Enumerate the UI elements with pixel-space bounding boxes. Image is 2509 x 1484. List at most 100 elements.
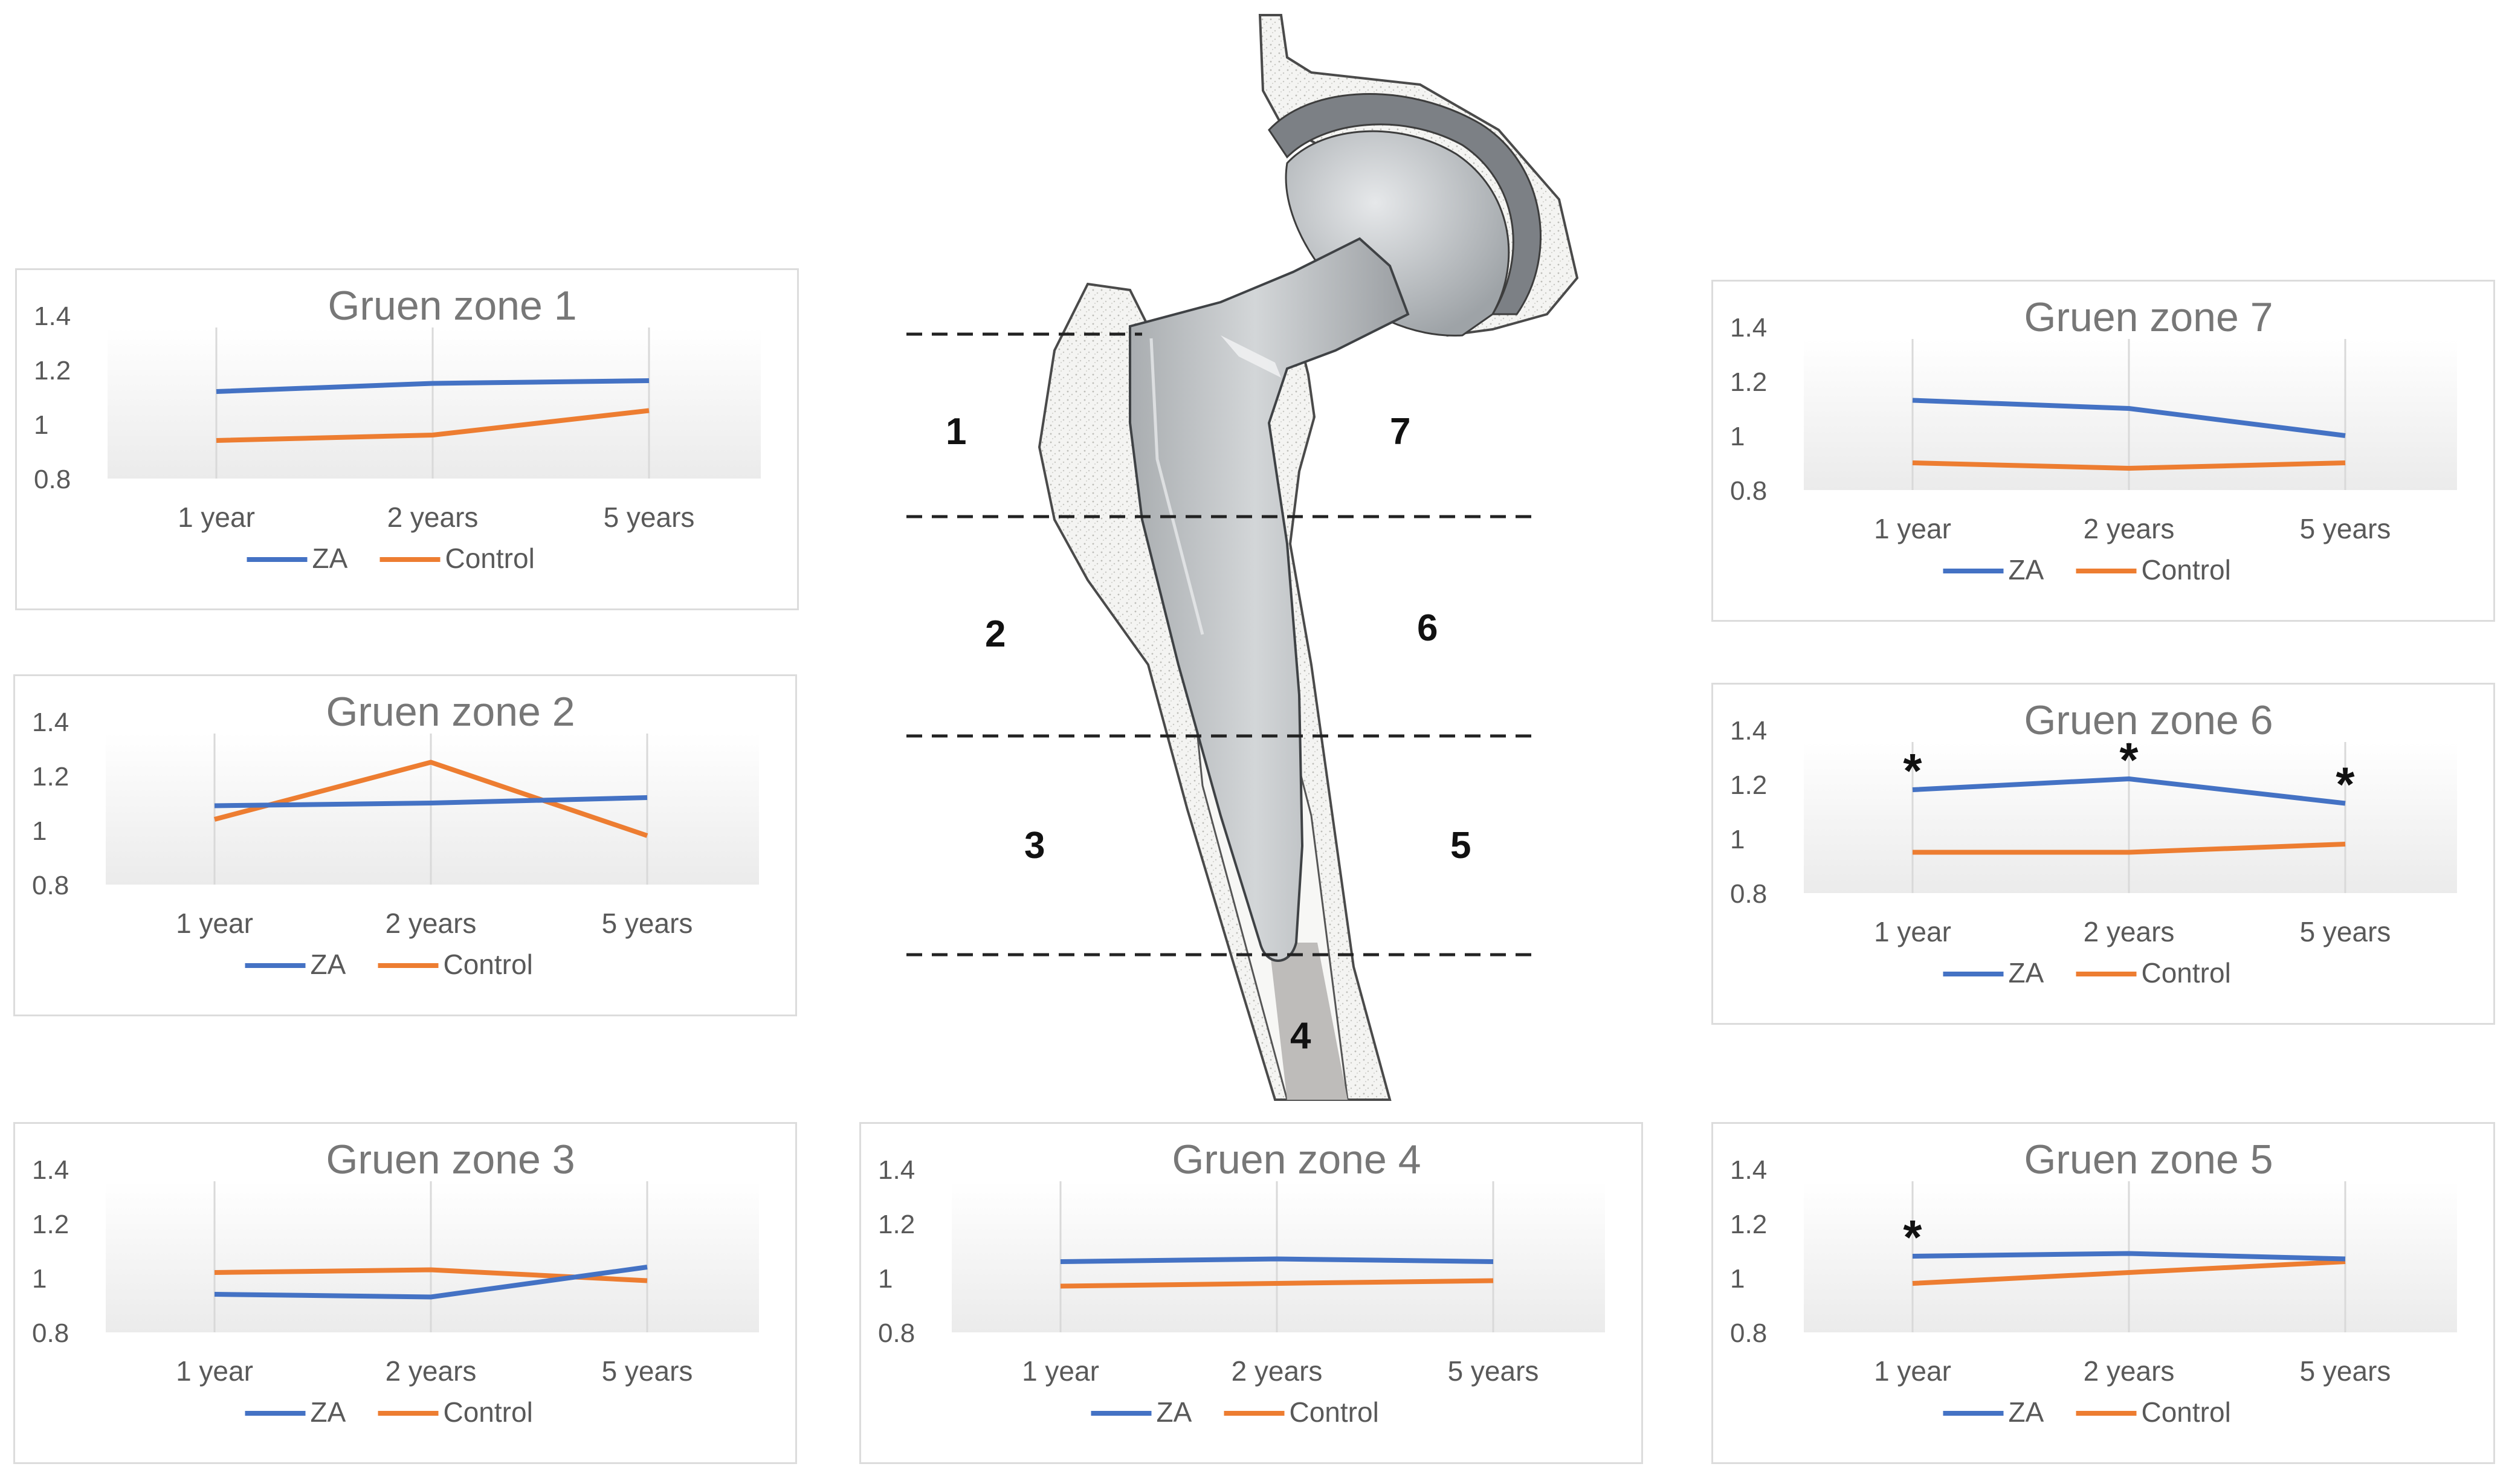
legend-label-za: ZA [2009,554,2044,586]
significance-asterisk: * [2336,758,2355,811]
zone-label-7: 7 [1390,411,1410,453]
x-tick-label: 5 years [602,1355,693,1387]
chart-svg: Gruen zone 7 1.4 1.2 1 0.8 1 year 2 years 5 yea… [1730,294,2457,586]
chart-gruen-zone-1: Gruen zone 1 1.4 1.2 1 0.8 1 year 2 years 5 yea… [15,268,799,610]
significance-asterisk: * [2119,733,2139,787]
x-tick-label: 2 years [1232,1355,1323,1387]
y-tick-label: 1.4 [1730,716,1767,746]
zone-label-2: 2 [985,613,1006,655]
y-tick-label: 1.2 [1730,367,1767,397]
chart-title: Gruen zone 3 [326,1137,575,1182]
legend-label-za: ZA [2009,1396,2044,1428]
stem-neck-highlight [1221,335,1281,378]
series-line-control [216,408,650,443]
x-tick-label: 5 years [2300,513,2391,544]
x-tick-label: 5 years [1448,1355,1539,1387]
zone-label-5: 5 [1450,825,1471,866]
chart-title: Gruen zone 4 [1172,1137,1421,1182]
x-tick-label: 1 year [176,908,253,939]
y-tick-label: 1.2 [34,356,71,386]
zone-label-4: 4 [1290,1015,1311,1057]
x-tick-label: 5 years [2300,1355,2391,1387]
series-line-za [216,378,650,394]
legend-label-za: ZA [311,1396,346,1428]
y-tick-label: 0.8 [878,1318,915,1348]
y-tick-label: 1.4 [878,1155,915,1185]
y-tick-label: 1.4 [32,708,69,737]
chart-gruen-zone-7: Gruen zone 7 1.4 1.2 1 0.8 1 year 2 years 5 yea… [1711,280,2495,622]
y-tick-label: 1 [34,410,48,440]
legend-label-za: ZA [2009,957,2044,989]
chart-gruen-zone-6: Gruen zone 6 1.4 1.2 1 0.8 1 year 2 years 5 yea… [1711,683,2495,1025]
x-tick-label: 2 years [387,502,479,533]
chart-title: Gruen zone 6 [2024,697,2273,743]
y-tick-label: 1.4 [1730,1155,1767,1185]
y-tick-label: 1 [1730,422,1745,451]
plot-area [1804,1181,2457,1332]
x-tick-label: 1 year [178,502,255,533]
y-tick-label: 0.8 [1730,879,1767,909]
series-line-za [214,795,648,808]
x-tick-label: 1 year [1874,916,1951,947]
chart-title: Gruen zone 7 [2024,294,2273,340]
y-tick-label: 1.2 [32,1210,69,1239]
x-tick-label: 1 year [1874,513,1951,544]
series-line-za [1912,398,2346,438]
zone-label-6: 6 [1417,607,1438,649]
series-line-control [1912,460,2346,471]
legend-label-control: Control [2142,957,2231,989]
y-tick-label: 0.8 [32,1318,69,1348]
chart-title: Gruen zone 1 [328,283,576,329]
chart-svg: Gruen zone 4 1.4 1.2 1 0.8 1 year 2 years 5 yea… [878,1137,1605,1428]
y-tick-label: 0.8 [1730,476,1767,506]
distal-canal-shade [1269,943,1348,1100]
plot-area [106,734,759,885]
legend-label-control: Control [444,949,533,980]
significance-asterisk: * [1903,744,1922,798]
y-tick-label: 1 [1730,1264,1745,1294]
y-tick-label: 1.2 [1730,770,1767,800]
plot-area [106,1181,759,1332]
x-tick-label: 1 year [1022,1355,1099,1387]
series-line-za [1912,776,2346,806]
y-tick-label: 0.8 [1730,1318,1767,1348]
chart-title: Gruen zone 2 [326,689,575,735]
hip-prosthesis-diagram: 1 2 3 4 5 6 7 [906,14,1579,1101]
x-tick-label: 2 years [386,1355,477,1387]
x-tick-label: 1 year [176,1355,253,1387]
legend-label-za: ZA [311,949,346,980]
femoral-stem [1129,237,1410,962]
y-tick-label: 0.8 [32,871,69,900]
x-tick-label: 5 years [2300,916,2391,947]
y-tick-label: 0.8 [34,465,71,494]
legend-label-control: Control [2142,554,2231,586]
chart-svg: Gruen zone 6 1.4 1.2 1 0.8 1 year 2 years 5 yea… [1730,697,2457,989]
significance-asterisk: * [1903,1210,1922,1264]
y-tick-label: 1.4 [32,1155,69,1185]
y-tick-label: 1 [32,816,47,846]
y-tick-label: 1.2 [878,1210,915,1239]
y-tick-label: 1.2 [32,762,69,792]
y-tick-label: 1.4 [34,302,71,331]
x-tick-label: 2 years [2084,916,2175,947]
y-tick-label: 1 [1730,825,1745,854]
y-tick-label: 1 [878,1264,893,1294]
zone-label-1: 1 [946,411,966,453]
series-line-control [1912,1259,2346,1286]
series-line-za [1060,1256,1494,1264]
legend-label-control: Control [1290,1396,1379,1428]
x-tick-label: 2 years [2084,513,2175,544]
y-tick-label: 1.4 [1730,313,1767,343]
series-line-control [1060,1278,1494,1289]
plot-area [108,327,761,479]
series-line-control [1913,842,2346,855]
x-tick-label: 5 years [604,502,695,533]
legend-label-control: Control [2142,1396,2231,1428]
series-line-za [214,1265,648,1300]
x-tick-label: 5 years [602,908,693,939]
